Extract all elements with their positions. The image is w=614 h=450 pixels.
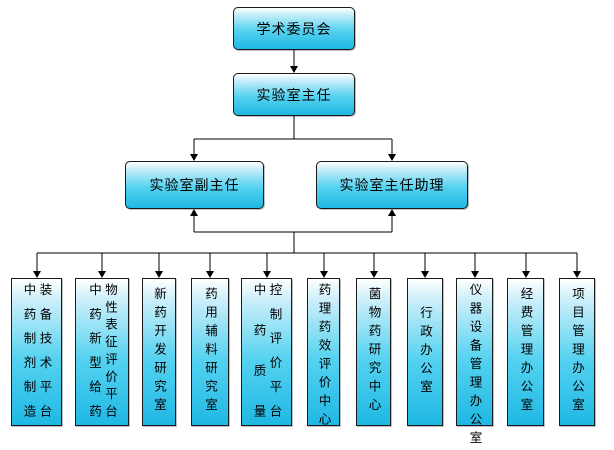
unit-9-label: 仪器设备管理办公室: [467, 283, 483, 450]
unit-4[interactable]: 药用辅料研究室: [191, 278, 229, 426]
arrow-to-unit-7: [370, 271, 378, 278]
arrow-up-deputy: [190, 209, 198, 216]
arrow-to-unit-6: [320, 271, 328, 278]
node-director[interactable]: 实验室主任: [233, 73, 355, 116]
unit-7-label: 菌物药研究中心: [366, 287, 382, 417]
arrow-up-assistant: [388, 209, 396, 216]
arrow-to-assistant: [388, 154, 396, 161]
unit-2-label-col-1: 中药新型给药: [87, 283, 102, 421]
arrow-to-unit-8: [421, 271, 429, 278]
node-director-label: 实验室主任: [256, 87, 332, 104]
unit-1-label-col-2: 装备技术平台: [37, 283, 53, 421]
node-deputy-director[interactable]: 实验室副主任: [125, 161, 264, 209]
unit-6-label: 药理药效评价中心: [316, 283, 332, 431]
unit-6[interactable]: 药理药效评价中心: [307, 278, 340, 431]
unit-11[interactable]: 项目管理办公室: [559, 278, 595, 426]
unit-9[interactable]: 仪器设备管理办公室: [456, 278, 493, 450]
unit-5-label-col-1: 中药质量: [251, 283, 267, 421]
unit-10-label: 经费管理办公室: [518, 287, 534, 417]
unit-3-label: 新药开发研究室: [152, 287, 167, 417]
arrow-to-unit-2: [98, 271, 106, 278]
unit-8[interactable]: 行政办公室: [407, 278, 443, 426]
arrow-to-unit-3: [155, 271, 163, 278]
unit-10[interactable]: 经费管理办公室: [507, 278, 544, 426]
arrow-to-director: [290, 66, 298, 73]
node-director-assistant-label: 实验室主任助理: [339, 178, 445, 194]
arrow-to-unit-1: [33, 271, 41, 278]
arrow-to-deputy: [190, 154, 198, 161]
unit-8-label: 行政办公室: [418, 305, 433, 399]
unit-7[interactable]: 菌物药研究中心: [356, 278, 391, 426]
arrow-to-unit-4: [206, 271, 214, 278]
unit-5[interactable]: 中药质量控制评价平台: [241, 278, 292, 426]
arrow-to-unit-5: [263, 271, 271, 278]
node-committee-label: 学术委员会: [256, 21, 332, 38]
unit-1-label-col-1: 中药制剂制造: [21, 283, 37, 421]
unit-4-label: 药用辅料研究室: [203, 287, 218, 417]
unit-5-label-col-2: 控制评价平台: [267, 283, 283, 421]
unit-11-label: 项目管理办公室: [570, 287, 585, 417]
arrow-to-unit-11: [573, 271, 581, 278]
unit-1[interactable]: 中药制剂制造装备技术平台: [11, 278, 62, 426]
unit-3[interactable]: 新药开发研究室: [142, 278, 176, 426]
node-director-assistant[interactable]: 实验室主任助理: [316, 161, 468, 209]
node-committee[interactable]: 学术委员会: [233, 7, 355, 50]
unit-2[interactable]: 中药新型给药物性表征评价平台: [75, 278, 129, 426]
node-deputy-director-label: 实验室副主任: [149, 178, 240, 194]
arrow-to-unit-9: [471, 271, 479, 278]
unit-2-label-col-2: 物性表征评价平台: [103, 283, 118, 421]
arrow-to-unit-10: [522, 271, 530, 278]
